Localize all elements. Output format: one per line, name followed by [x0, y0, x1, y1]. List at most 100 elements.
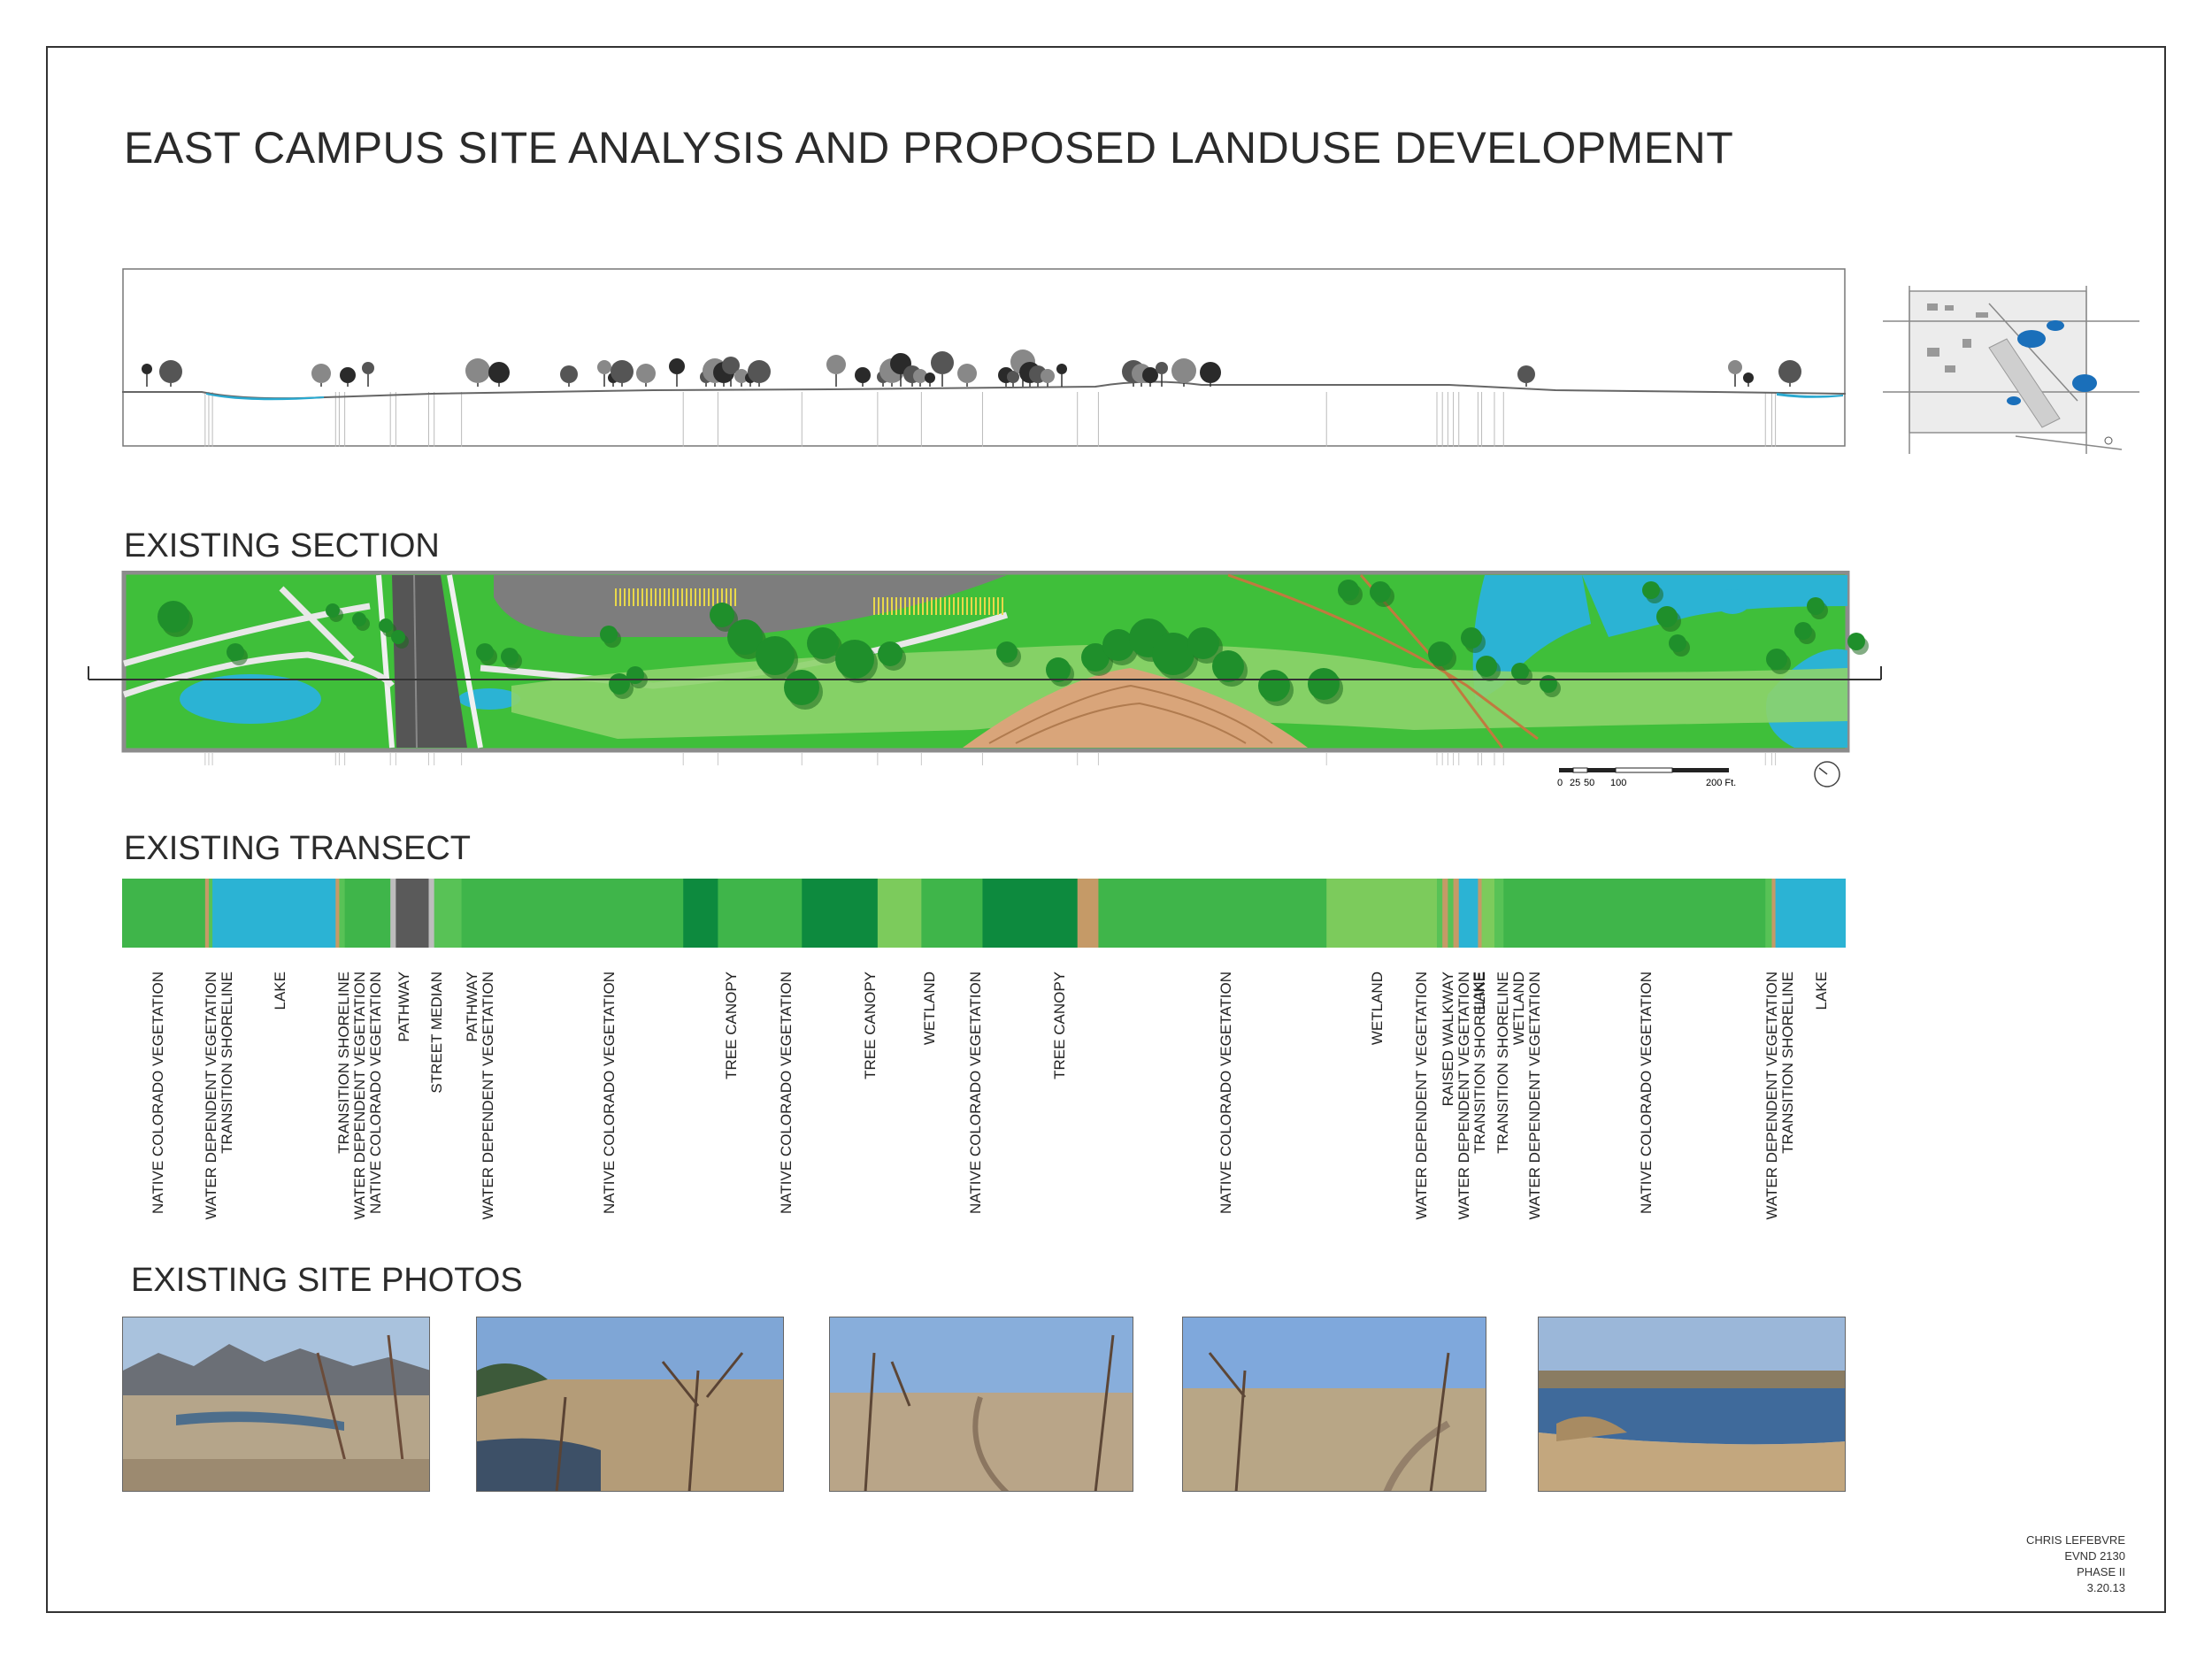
transect-label: WATER DEPENDENT VEGETATION: [1413, 972, 1430, 1255]
photo-lake-mountains: [123, 1317, 429, 1491]
transect-label: LAKE: [1813, 972, 1830, 1255]
tree-icon: [1743, 373, 1754, 383]
tree-icon: [1540, 675, 1557, 693]
transect-label-line: WATER DEPENDENT VEGETATION: [351, 972, 368, 1220]
site-plan-view: [88, 571, 1882, 765]
tree-icon: [1081, 643, 1110, 672]
transect-zone-water_dep: [208, 879, 213, 948]
transect-label-line: STREET MEDIAN: [428, 972, 445, 1094]
tree-icon: [1370, 581, 1391, 603]
transect-zone-canopy: [802, 879, 879, 948]
sheet-border: [46, 46, 2166, 1613]
tree-icon: [157, 601, 189, 633]
tree-icon: [931, 351, 954, 374]
phase-label: PHASE II: [2077, 1565, 2125, 1578]
transect-label: WETLAND: [921, 972, 938, 1255]
tree-icon: [476, 643, 494, 661]
tree-icon: [501, 648, 518, 665]
tree-icon: [488, 362, 510, 383]
photo-meadow-path: [1183, 1317, 1486, 1491]
tree-icon: [560, 365, 578, 383]
tree-icon: [1656, 606, 1678, 627]
transect-zone-native: [921, 879, 984, 948]
transect-zone-water_dep: [339, 879, 346, 948]
tree-icon: [1476, 656, 1497, 677]
transect-zone-lake: [212, 879, 336, 948]
transect-label: STREET MEDIAN: [428, 972, 445, 1255]
tree-icon: [1794, 622, 1812, 640]
tree-icon: [340, 367, 356, 383]
transect-label-line: WATER DEPENDENT VEGETATION: [1526, 972, 1543, 1220]
tree-icon: [855, 367, 871, 383]
transect-label-line: NATIVE COLORADO VEGETATION: [1217, 972, 1234, 1214]
tree-icon: [996, 641, 1018, 663]
tree-icon: [1338, 580, 1359, 601]
transect-label-line: TRANSITION SHORELINE: [1779, 972, 1796, 1154]
tree-icon: [1428, 641, 1453, 666]
transect-label-line: WATER DEPENDENT VEGETATION: [1763, 972, 1780, 1220]
tree-icon: [784, 670, 819, 705]
transect-bar: [122, 879, 1846, 948]
transect-label: TREE CANOPY: [862, 972, 879, 1255]
transect-zone-shoreline: [204, 879, 210, 948]
transect-label-line: PATHWAY: [464, 972, 480, 1042]
transect-label-line: NATIVE COLORADO VEGETATION: [601, 972, 618, 1214]
tree-icon: [465, 358, 490, 383]
existing-site-photos-heading: EXISTING SITE PHOTOS: [131, 1262, 523, 1299]
scale-tick-25: 25: [1570, 778, 1580, 788]
tree-icon: [159, 360, 182, 383]
tree-icon: [957, 364, 977, 383]
transect-label: NATIVE COLORADO VEGETATION: [778, 972, 795, 1255]
transect-label: NATIVE COLORADO VEGETATION: [150, 972, 166, 1255]
photo-pond-bare-trees: [477, 1317, 783, 1491]
tree-icon: [722, 357, 740, 374]
transect-label: NATIVE COLORADO VEGETATION: [367, 972, 384, 1255]
transect-label-line: TRANSITION SHORELINE: [1494, 972, 1511, 1154]
transect-label: NATIVE COLORADO VEGETATION: [1638, 972, 1655, 1255]
transect-label-line: NATIVE COLORADO VEGETATION: [150, 972, 166, 1214]
transect-label: TREE CANOPY: [1051, 972, 1068, 1255]
tree-icon: [1517, 365, 1535, 383]
transect-zone-native: [1098, 879, 1327, 948]
course-code: EVND 2130: [2064, 1549, 2125, 1563]
tree-icon: [600, 626, 618, 643]
existing-section-heading: EXISTING SECTION: [124, 527, 440, 565]
transect-zone-walkway: [1442, 879, 1448, 948]
site-photo-2: [476, 1317, 784, 1492]
transect-zone-water_dep: [434, 879, 463, 948]
transect-label-line: PATHWAY: [396, 972, 412, 1042]
transect-zone-lake: [1458, 879, 1479, 948]
transect-label: LAKE: [272, 972, 288, 1255]
transect-label-line: WATER DEPENDENT VEGETATION: [203, 972, 219, 1220]
tree-icon: [362, 362, 374, 374]
transect-label-line: NATIVE COLORADO VEGETATION: [1638, 972, 1655, 1214]
transect-zone-native: [718, 879, 803, 948]
transect-zone-water_dep: [1448, 879, 1455, 948]
tree-icon: [1007, 371, 1019, 383]
transect-label-line: TRANSITION SHORELINE: [335, 972, 352, 1154]
transect-zone-shoreline: [1478, 879, 1483, 948]
tree-icon: [1642, 581, 1660, 599]
transect-label: TREE CANOPY: [723, 972, 740, 1255]
transect-zone-native: [461, 879, 684, 948]
transect-zone-native: [1503, 879, 1766, 948]
transect-label-line: TREE CANOPY: [862, 972, 879, 1079]
transect-zone-lake: [1775, 879, 1846, 948]
photo-lake-reeds: [1539, 1317, 1845, 1491]
transect-zone-wetland: [877, 879, 922, 948]
elevation-profile: [122, 268, 1846, 447]
tree-icon: [611, 360, 634, 383]
tree-icon: [379, 618, 393, 633]
tree-icon: [1308, 668, 1340, 700]
transect-label-line: NATIVE COLORADO VEGETATION: [367, 972, 384, 1214]
tree-icon: [1766, 649, 1787, 670]
transect-zone-canopy: [982, 879, 1079, 948]
tree-icon: [807, 627, 839, 659]
tree-icon: [826, 355, 846, 374]
site-photo-4: [1182, 1317, 1486, 1492]
title-block: CHRIS LEFEBVRE EVND 2130 PHASE II 3.20.1…: [2026, 1532, 2125, 1596]
tree-icon: [1142, 367, 1158, 383]
tree-icon: [1046, 657, 1071, 682]
